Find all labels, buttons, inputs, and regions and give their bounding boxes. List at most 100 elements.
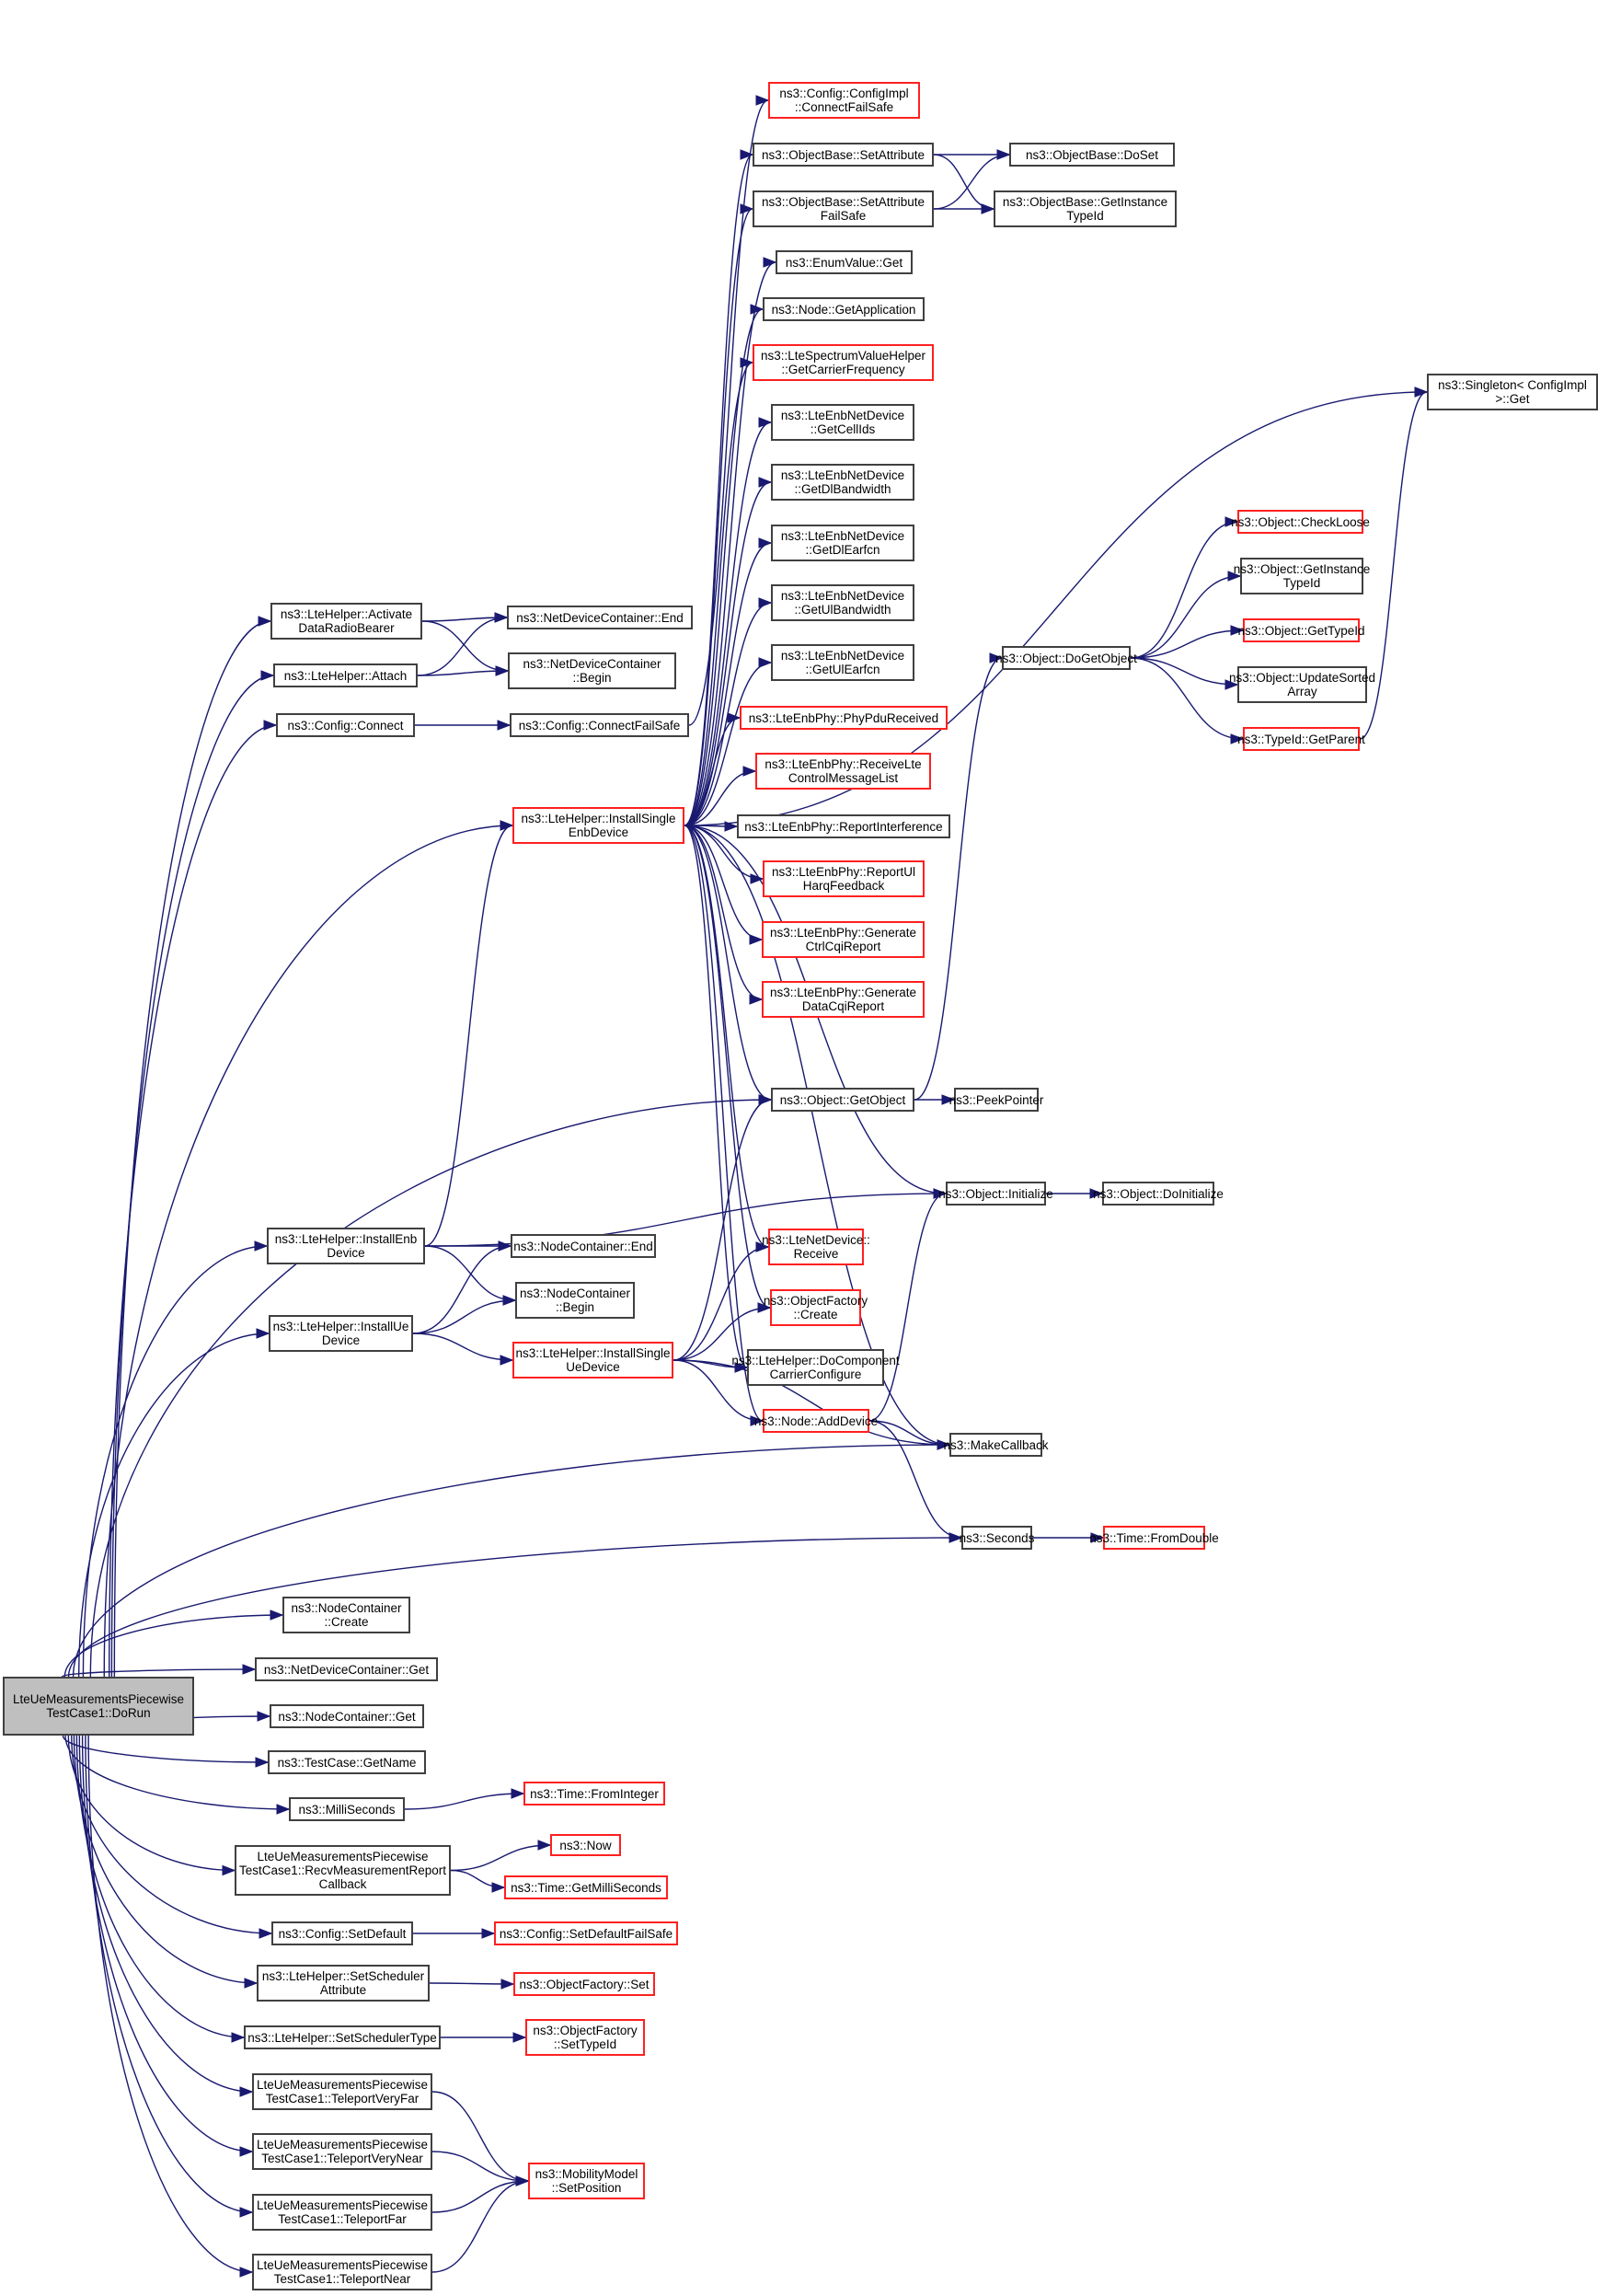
edge-install-single-ue-to-of-create bbox=[673, 1307, 771, 1361]
graph-node-set-attr-fs[interactable]: ns3::ObjectBase::SetAttribute FailSafe bbox=[753, 190, 934, 227]
edge-install-single-enb-to-enum-get bbox=[684, 261, 776, 826]
graph-node-nc-create[interactable]: ns3::NodeContainer ::Create bbox=[282, 1597, 410, 1633]
graph-node-report-ul[interactable]: ns3::LteEnbPhy::ReportUl HarqFeedback bbox=[763, 860, 925, 897]
graph-node-get-parent[interactable]: ns3::TypeId::GetParent bbox=[1237, 727, 1365, 751]
graph-node-add-device[interactable]: ns3::Node::AddDevice bbox=[754, 1409, 878, 1433]
graph-node-ndc-end[interactable]: ns3::NetDeviceContainer::End bbox=[507, 606, 693, 629]
graph-node-lte-net-recv[interactable]: ns3::LteNetDevice:: Receive bbox=[762, 1229, 870, 1265]
graph-node-recv-ctrl[interactable]: ns3::LteEnbPhy::ReceiveLte ControlMessag… bbox=[755, 753, 931, 790]
graph-node-cell-ids[interactable]: ns3::LteEnbNetDevice ::GetCellIds bbox=[771, 404, 914, 441]
graph-node-install-ue[interactable]: ns3::LteHelper::InstallUe Device bbox=[269, 1315, 413, 1352]
graph-node-gen-data[interactable]: ns3::LteEnbPhy::Generate DataCqiReport bbox=[762, 981, 925, 1018]
graph-node-install-enb[interactable]: ns3::LteHelper::InstallEnb Device bbox=[267, 1228, 425, 1264]
graph-node-obj-get-type-id[interactable]: ns3::Object::GetTypeId bbox=[1237, 618, 1365, 642]
graph-node-do-initialize[interactable]: ns3::Object::DoInitialize bbox=[1093, 1182, 1224, 1206]
graph-node-of-set[interactable]: ns3::ObjectFactory::Set bbox=[513, 1972, 655, 1996]
edge-install-single-ue-to-make-callback bbox=[673, 1359, 950, 1446]
edge-tp-far-to-set-position bbox=[431, 2180, 529, 2213]
graph-node-from-double[interactable]: ns3::Time::FromDouble bbox=[1089, 1526, 1219, 1550]
graph-node-cfgconnectfs[interactable]: ns3::Config::ConnectFailSafe bbox=[510, 713, 689, 737]
arrowhead-icon bbox=[491, 1882, 506, 1893]
edge-tp-near-to-set-position bbox=[431, 2180, 529, 2273]
graph-node-tp-far[interactable]: LteUeMeasurementsPiecewise TestCase1::Te… bbox=[252, 2194, 432, 2231]
graph-node-of-set-type-id[interactable]: ns3::ObjectFactory ::SetTypeId bbox=[525, 2019, 645, 2056]
graph-node-carrier-freq[interactable]: ns3::LteSpectrumValueHelper ::GetCarrier… bbox=[753, 344, 934, 381]
graph-node-get-object[interactable]: ns3::Object::GetObject bbox=[771, 1088, 914, 1112]
edge-root-to-cfgconnect bbox=[109, 724, 277, 1678]
arrowhead-icon bbox=[763, 257, 777, 268]
graph-node-tp-very-far[interactable]: LteUeMeasurementsPiecewise TestCase1::Te… bbox=[252, 2073, 432, 2110]
edge-milli-seconds-to-from-integer bbox=[404, 1793, 524, 1810]
graph-node-install-single-enb[interactable]: ns3::LteHelper::InstallSingle EnbDevice bbox=[512, 807, 684, 844]
edge-root-to-milli-seconds bbox=[64, 1735, 290, 1810]
edge-install-single-ue-to-add-device bbox=[673, 1359, 764, 1422]
graph-node-milli-seconds[interactable]: ns3::MilliSeconds bbox=[289, 1797, 405, 1821]
graph-node-set-default-fs[interactable]: ns3::Config::SetDefaultFailSafe bbox=[494, 1921, 678, 1945]
graph-node-set-position[interactable]: ns3::MobilityModel ::SetPosition bbox=[528, 2163, 645, 2199]
graph-node-attach[interactable]: ns3::LteHelper::Attach bbox=[273, 663, 418, 687]
graph-node-peek-pointer[interactable]: ns3::PeekPointer bbox=[949, 1088, 1043, 1112]
graph-node-get-name[interactable]: ns3::TestCase::GetName bbox=[268, 1750, 426, 1774]
graph-node-get-app[interactable]: ns3::Node::GetApplication bbox=[763, 297, 925, 321]
graph-node-dl-earfcn[interactable]: ns3::LteEnbNetDevice ::GetDlEarfcn bbox=[771, 525, 914, 561]
graph-node-do-get-object[interactable]: ns3::Object::DoGetObject bbox=[995, 646, 1137, 670]
arrowhead-icon bbox=[742, 766, 757, 777]
graph-node-ul-bw[interactable]: ns3::LteEnbNetDevice ::GetUlBandwidth bbox=[771, 584, 914, 621]
graph-node-do-cc[interactable]: ns3::LteHelper::DoComponent CarrierConfi… bbox=[731, 1349, 900, 1386]
graph-node-seconds[interactable]: ns3::Seconds bbox=[960, 1526, 1034, 1550]
graph-node-dl-bw[interactable]: ns3::LteEnbNetDevice ::GetDlBandwidth bbox=[771, 464, 914, 501]
graph-node-from-integer[interactable]: ns3::Time::FromInteger bbox=[523, 1782, 665, 1806]
graph-node-initialize[interactable]: ns3::Object::Initialize bbox=[938, 1182, 1053, 1206]
graph-node-phy-pdu[interactable]: ns3::LteEnbPhy::PhyPduReceived bbox=[740, 706, 948, 730]
graph-node-set-sched-attr[interactable]: ns3::LteHelper::SetScheduler Attribute bbox=[257, 1965, 430, 2002]
arrowhead-icon bbox=[270, 1610, 284, 1621]
edge-root-to-get-object bbox=[89, 1099, 772, 1678]
graph-node-install-single-ue[interactable]: ns3::LteHelper::InstallSingle UeDevice bbox=[512, 1342, 673, 1379]
graph-node-nc-get[interactable]: ns3::NodeContainer::Get bbox=[270, 1704, 424, 1728]
arrowhead-icon bbox=[239, 2207, 254, 2218]
arrowhead-icon bbox=[981, 203, 995, 214]
graph-node-check-loose[interactable]: ns3::Object::CheckLoose bbox=[1231, 510, 1370, 534]
graph-node-update-sorted[interactable]: ns3::Object::UpdateSorted Array bbox=[1229, 666, 1375, 703]
graph-node-make-callback[interactable]: ns3::MakeCallback bbox=[943, 1433, 1049, 1457]
arrowhead-icon bbox=[758, 597, 773, 608]
edge-root-to-tp-far bbox=[85, 1735, 253, 2213]
graph-node-recv-cb[interactable]: LteUeMeasurementsPiecewise TestCase1::Re… bbox=[235, 1845, 451, 1896]
graph-node-ob-get-inst[interactable]: ns3::ObjectBase::GetInstance TypeId bbox=[994, 190, 1177, 227]
arrowhead-icon bbox=[758, 477, 773, 488]
arrowhead-icon bbox=[512, 2032, 527, 2043]
edge-root-to-set-sched-type bbox=[75, 1735, 245, 2038]
graph-node-ul-earfcn[interactable]: ns3::LteEnbNetDevice ::GetUlEarfcn bbox=[771, 644, 914, 681]
graph-node-cfg-impl-connect[interactable]: ns3::Config::ConfigImpl ::ConnectFailSaf… bbox=[768, 82, 920, 119]
edge-root-to-activate bbox=[113, 620, 271, 1678]
graph-node-nc-end[interactable]: ns3::NodeContainer::End bbox=[511, 1234, 656, 1258]
arrowhead-icon bbox=[1227, 571, 1242, 582]
arrowhead-icon bbox=[750, 873, 765, 884]
arrowhead-icon bbox=[497, 720, 512, 731]
graph-node-tp-near[interactable]: LteUeMeasurementsPiecewise TestCase1::Te… bbox=[252, 2254, 432, 2290]
graph-node-ndc-get[interactable]: ns3::NetDeviceContainer::Get bbox=[255, 1657, 438, 1681]
graph-node-enum-get[interactable]: ns3::EnumValue::Get bbox=[776, 250, 913, 274]
graph-node-activate[interactable]: ns3::LteHelper::Activate DataRadioBearer bbox=[270, 603, 422, 640]
graph-node-obj-get-inst[interactable]: ns3::Object::GetInstance TypeId bbox=[1234, 558, 1370, 594]
graph-node-singleton-get[interactable]: ns3::Singleton< ConfigImpl >::Get bbox=[1427, 374, 1598, 410]
graph-node-set-sched-type[interactable]: ns3::LteHelper::SetSchedulerType bbox=[244, 2025, 441, 2049]
edge-root-to-seconds bbox=[67, 1537, 962, 1678]
graph-node-now[interactable]: ns3::Now bbox=[550, 1834, 621, 1856]
graph-node-of-create[interactable]: ns3::ObjectFactory ::Create bbox=[764, 1289, 868, 1326]
graph-node-ndc-begin[interactable]: ns3::NetDeviceContainer ::Begin bbox=[508, 652, 676, 689]
graph-node-report-intf[interactable]: ns3::LteEnbPhy::ReportInterference bbox=[737, 814, 950, 838]
graph-node-do-set[interactable]: ns3::ObjectBase::DoSet bbox=[1009, 143, 1175, 167]
edge-root-to-recv-cb bbox=[67, 1735, 236, 1872]
arrowhead-icon bbox=[257, 1711, 271, 1722]
graph-node-nc-begin[interactable]: ns3::NodeContainer ::Begin bbox=[515, 1282, 635, 1319]
graph-node-root: LteUeMeasurementsPiecewise TestCase1::Do… bbox=[3, 1677, 194, 1736]
edge-root-to-tp-near bbox=[87, 1735, 253, 2273]
edge-root-to-install-single-enb bbox=[103, 825, 513, 1678]
graph-node-tp-very-near[interactable]: LteUeMeasurementsPiecewise TestCase1::Te… bbox=[252, 2133, 432, 2170]
graph-node-cfgconnect[interactable]: ns3::Config::Connect bbox=[276, 713, 415, 737]
graph-node-get-ms[interactable]: ns3::Time::GetMilliSeconds bbox=[504, 1875, 668, 1899]
graph-node-set-attr[interactable]: ns3::ObjectBase::SetAttribute bbox=[753, 143, 934, 167]
graph-node-set-default[interactable]: ns3::Config::SetDefault bbox=[271, 1921, 413, 1945]
graph-node-gen-ctrl[interactable]: ns3::LteEnbPhy::Generate CtrlCqiReport bbox=[762, 921, 925, 958]
